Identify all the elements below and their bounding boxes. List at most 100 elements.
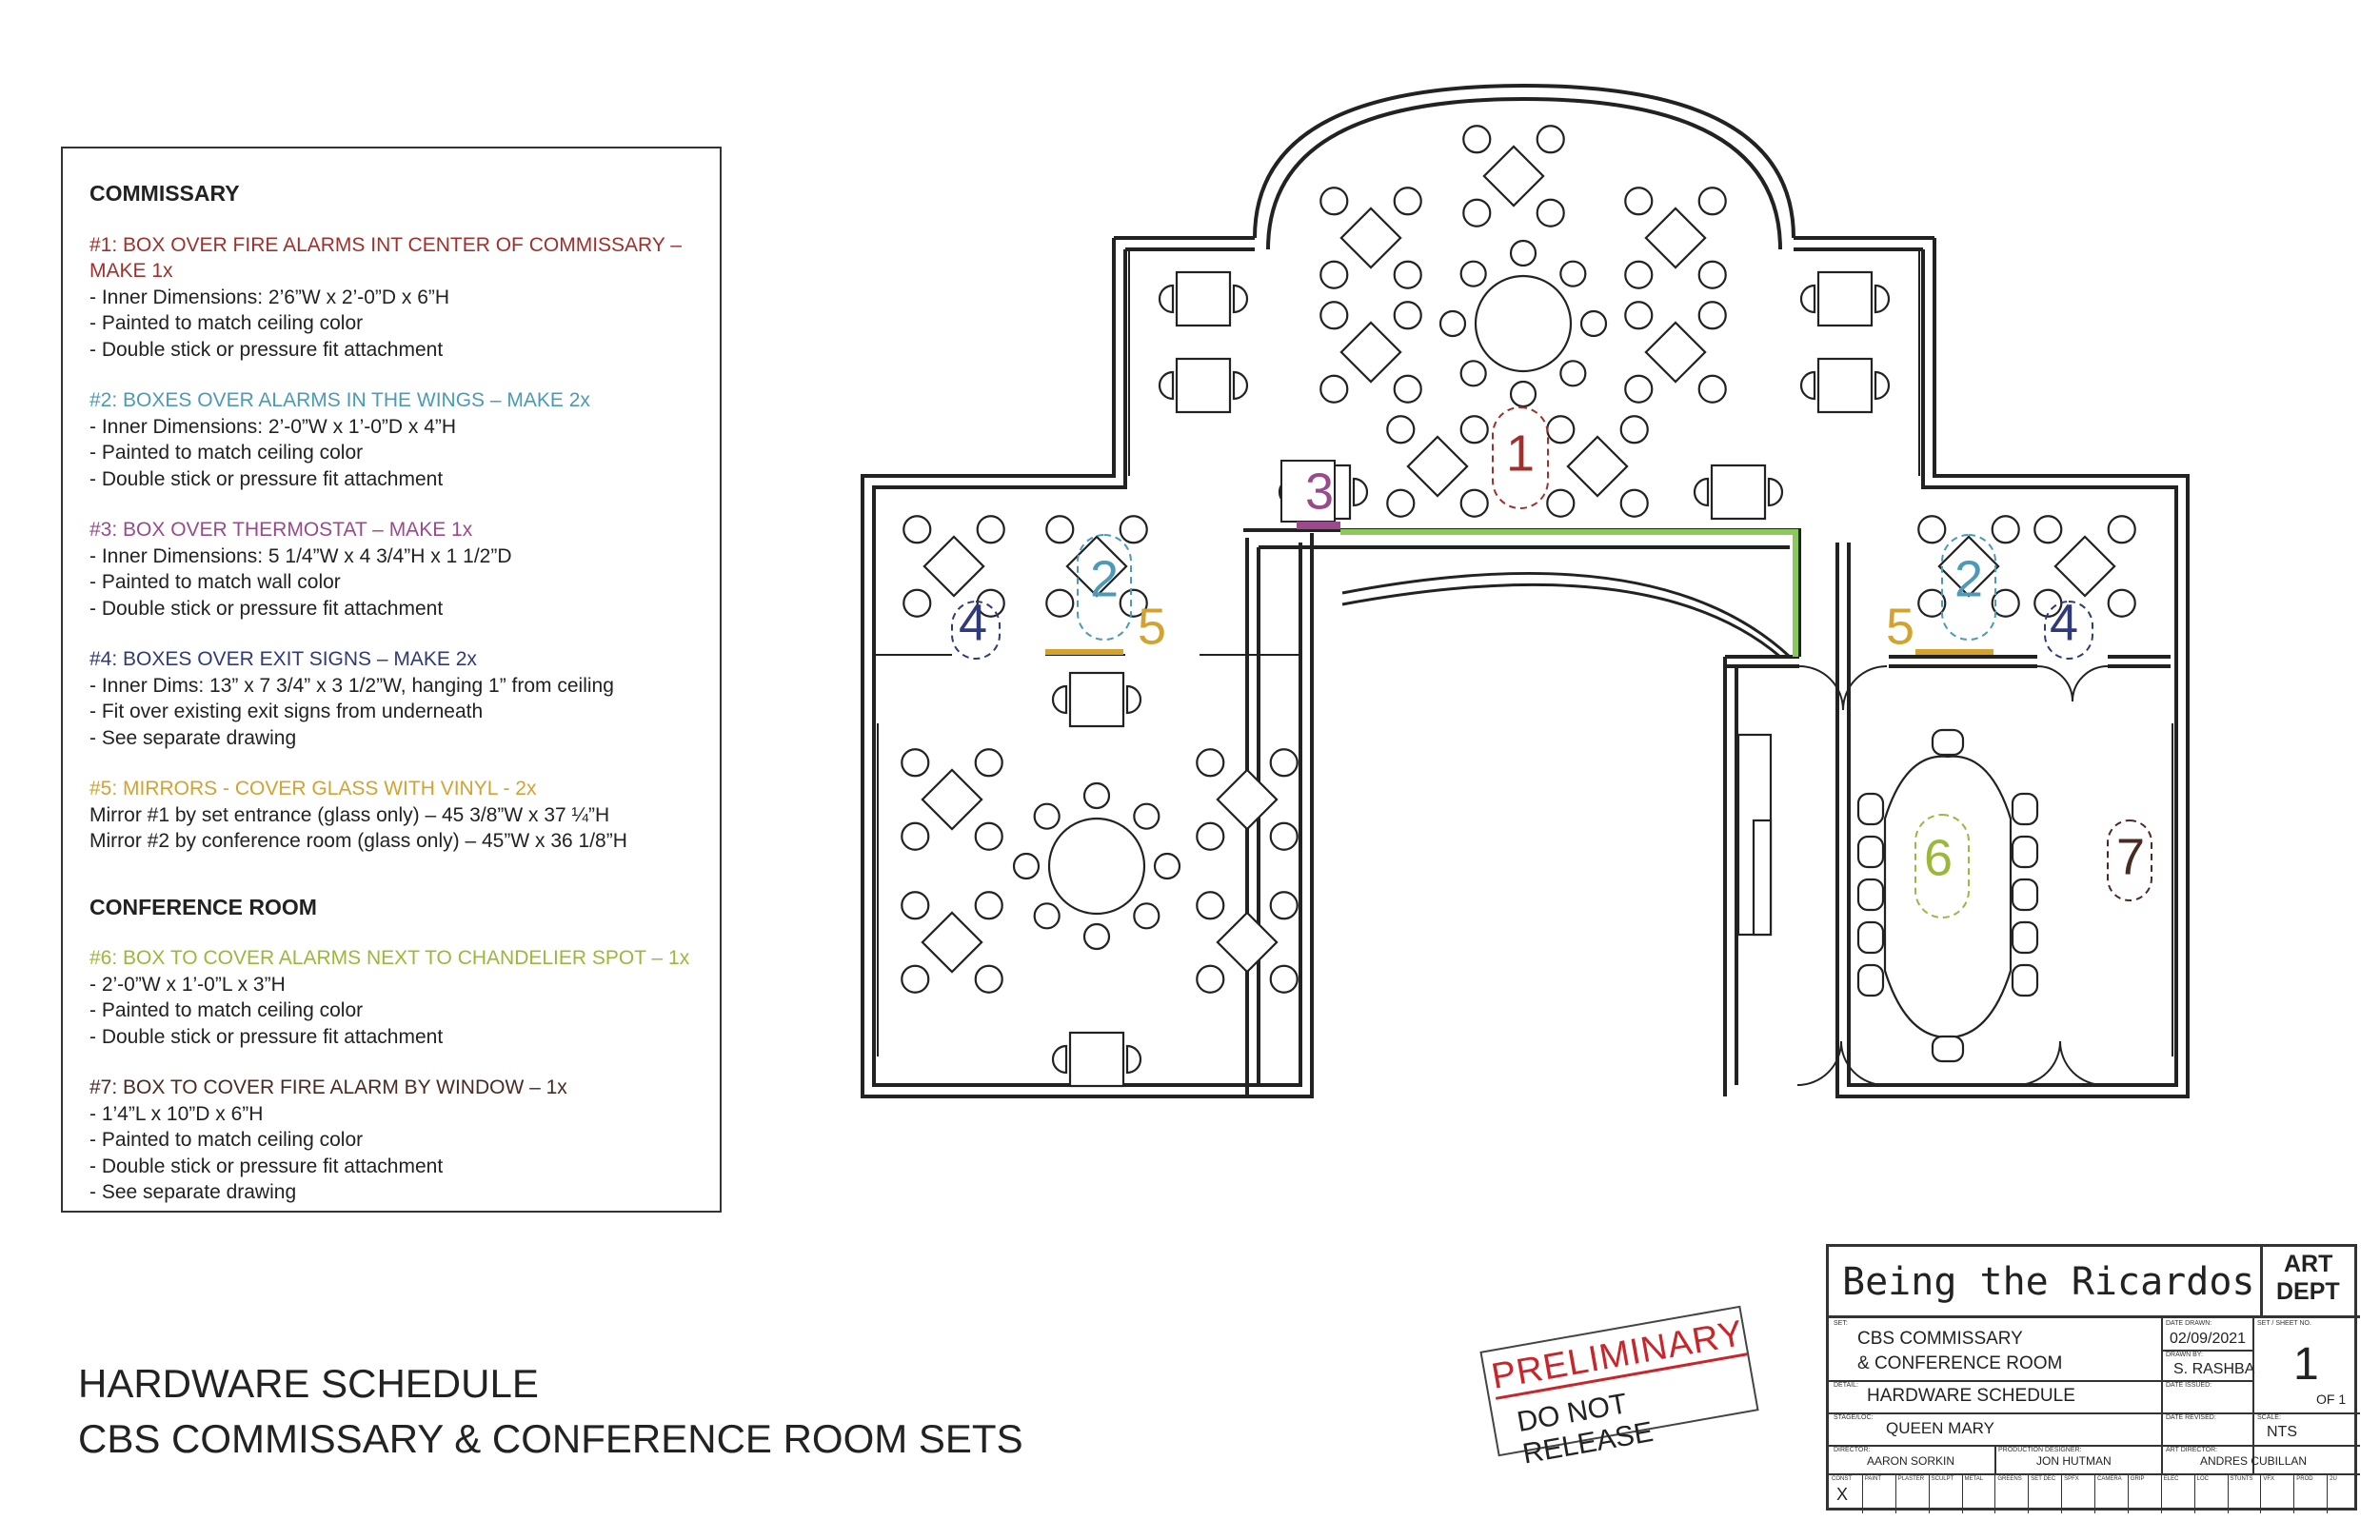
chair	[1158, 370, 1175, 401]
commissary-item: #2: BOXES OVER ALARMS IN THE WINGS – MAK…	[89, 387, 693, 492]
show-title: Being the Ricardos	[1842, 1260, 2255, 1304]
chair	[1624, 374, 1654, 404]
dome-outer-arc	[1253, 83, 1795, 239]
right-wing-outer-wall	[1835, 238, 2190, 1098]
art-dept-line2: DEPT	[2276, 1278, 2340, 1305]
door-conference-right	[2036, 665, 2109, 702]
left-wing-outer-wall	[861, 238, 1314, 1098]
marker-4-right-box	[2044, 601, 2093, 660]
chair	[901, 964, 930, 994]
chair	[1133, 802, 1160, 830]
chair	[1393, 260, 1422, 289]
chair	[1559, 360, 1587, 387]
commissary-item-line: Mirror #2 by conference room (glass only…	[89, 830, 627, 852]
dept-cell-label: LOC	[2196, 1476, 2209, 1482]
conference-room-heading: CONFERENCE ROOM	[89, 894, 317, 919]
notes-panel: COMMISSARY #1: BOX OVER FIRE ALARMS INT …	[61, 147, 722, 1213]
director-value: AARON SORKIN	[1867, 1454, 1955, 1468]
conference-item-line: - Painted to match ceiling color	[89, 1129, 364, 1151]
conference-item-line: - Double stick or pressure fit attachmen…	[89, 1025, 444, 1048]
drawn-by: S. RASHBA	[2173, 1361, 2255, 1377]
dept-cell-label: 2U	[2330, 1476, 2337, 1482]
left-wing-inner-wall	[872, 249, 1302, 1087]
commissary-item-line: - Painted to match ceiling color	[89, 312, 364, 334]
square-table	[1339, 321, 1402, 384]
square-table	[1065, 535, 1128, 598]
thermostat-box	[1280, 460, 1336, 523]
square-table	[1068, 671, 1125, 728]
chair	[1509, 239, 1537, 267]
dept-cell-label: GREENS	[1997, 1476, 2022, 1482]
chair	[1119, 588, 1148, 618]
chair	[1196, 821, 1225, 851]
chair	[901, 748, 930, 778]
door-conference-bottom-left	[1796, 1040, 1886, 1086]
director-label: DIRECTOR:	[1834, 1447, 1871, 1453]
conference-item-line: - 2’-0”W x 1’-0”L x 3”H	[89, 973, 286, 996]
dept-cell-label: STUNTS	[2230, 1476, 2253, 1482]
commissary-item-line: - Fit over existing exit signs from unde…	[89, 701, 484, 722]
chair	[1459, 360, 1487, 387]
round-table-left	[1047, 817, 1146, 916]
commissary-item-line: - Painted to match wall color	[89, 571, 341, 593]
square-table	[1175, 357, 1232, 414]
marker-5-right-label: 5	[1886, 598, 1914, 655]
chair	[976, 515, 1005, 544]
thermostat-bar	[1297, 522, 1340, 529]
chair	[1624, 187, 1654, 216]
commissary-item-line: - Painted to match ceiling color	[89, 442, 364, 464]
commissary-item-line: - Inner Dimensions: 5 1/4”W x 4 3/4”H x …	[89, 544, 512, 567]
square-table	[1216, 768, 1279, 831]
drawing-title-line2: CBS COMMISSARY & CONFERENCE ROOM SETS	[78, 1416, 1023, 1461]
marker-6-label: 6	[1924, 829, 1953, 886]
marker-7-label: 7	[2116, 828, 2145, 885]
chair	[902, 515, 932, 544]
chair	[1082, 922, 1111, 951]
chair	[1319, 374, 1349, 404]
door-conference-entry	[1798, 665, 1888, 711]
marker-1-label: 1	[1506, 424, 1535, 482]
chair	[1697, 260, 1727, 289]
square-table	[1068, 1031, 1125, 1088]
dept-cell-label: VFX	[2263, 1476, 2275, 1482]
green-wall-highlight	[1340, 529, 1798, 657]
marker-4-right-label: 4	[2050, 594, 2078, 651]
commissary-item-line: - Double stick or pressure fit attachmen…	[89, 338, 444, 361]
chair	[901, 821, 930, 851]
commissary-item: #4: BOXES OVER EXIT SIGNS – MAKE 2x- Inn…	[89, 646, 693, 751]
dept-cell-label: GRIP	[2130, 1476, 2145, 1482]
right-wing-inner-wall	[1847, 249, 2178, 1087]
scale-label: SCALE:	[2257, 1414, 2281, 1421]
chair	[901, 891, 930, 920]
chair	[1546, 415, 1576, 444]
set-line1: CBS COMMISSARY	[1857, 1329, 2023, 1349]
chair	[1232, 284, 1249, 314]
commissary-item-line: - Inner Dims: 13” x 7 3/4” x 3 1/2”W, ha…	[89, 674, 614, 697]
chair	[1767, 477, 1784, 507]
sheet-of: OF 1	[2316, 1392, 2347, 1407]
commissary-item-heading: #5: MIRRORS - COVER GLASS WITH VINYL - 2…	[89, 778, 537, 800]
chair	[1991, 588, 2020, 618]
chair	[2011, 920, 2039, 955]
square-table	[1406, 435, 1469, 498]
chair	[1799, 370, 1816, 401]
marker-2-right-box	[1941, 534, 1996, 641]
marker-6-box	[1914, 814, 1970, 918]
chair	[2011, 963, 2039, 997]
chair	[1386, 415, 1416, 444]
dept-cell-label: PROD	[2296, 1476, 2313, 1482]
scale-value: NTS	[2267, 1424, 2297, 1440]
chair	[1459, 415, 1489, 444]
chair	[1051, 684, 1068, 715]
chair	[1697, 374, 1727, 404]
commissary-item: #3: BOX OVER THERMOSTAT – MAKE 1x- Inner…	[89, 517, 693, 622]
chair	[2107, 515, 2136, 544]
chair	[1393, 301, 1422, 330]
commissary-item-line: Mirror #1 by set entrance (glass only) –…	[89, 803, 610, 826]
production-designer-value: JON HUTMAN	[2036, 1454, 2112, 1468]
chair	[1386, 488, 1416, 518]
dept-cell-label: SPFX	[2064, 1476, 2079, 1482]
chair	[1536, 125, 1565, 154]
chair	[1438, 309, 1467, 338]
commissary-item-line: - Double stick or pressure fit attachmen…	[89, 467, 444, 490]
